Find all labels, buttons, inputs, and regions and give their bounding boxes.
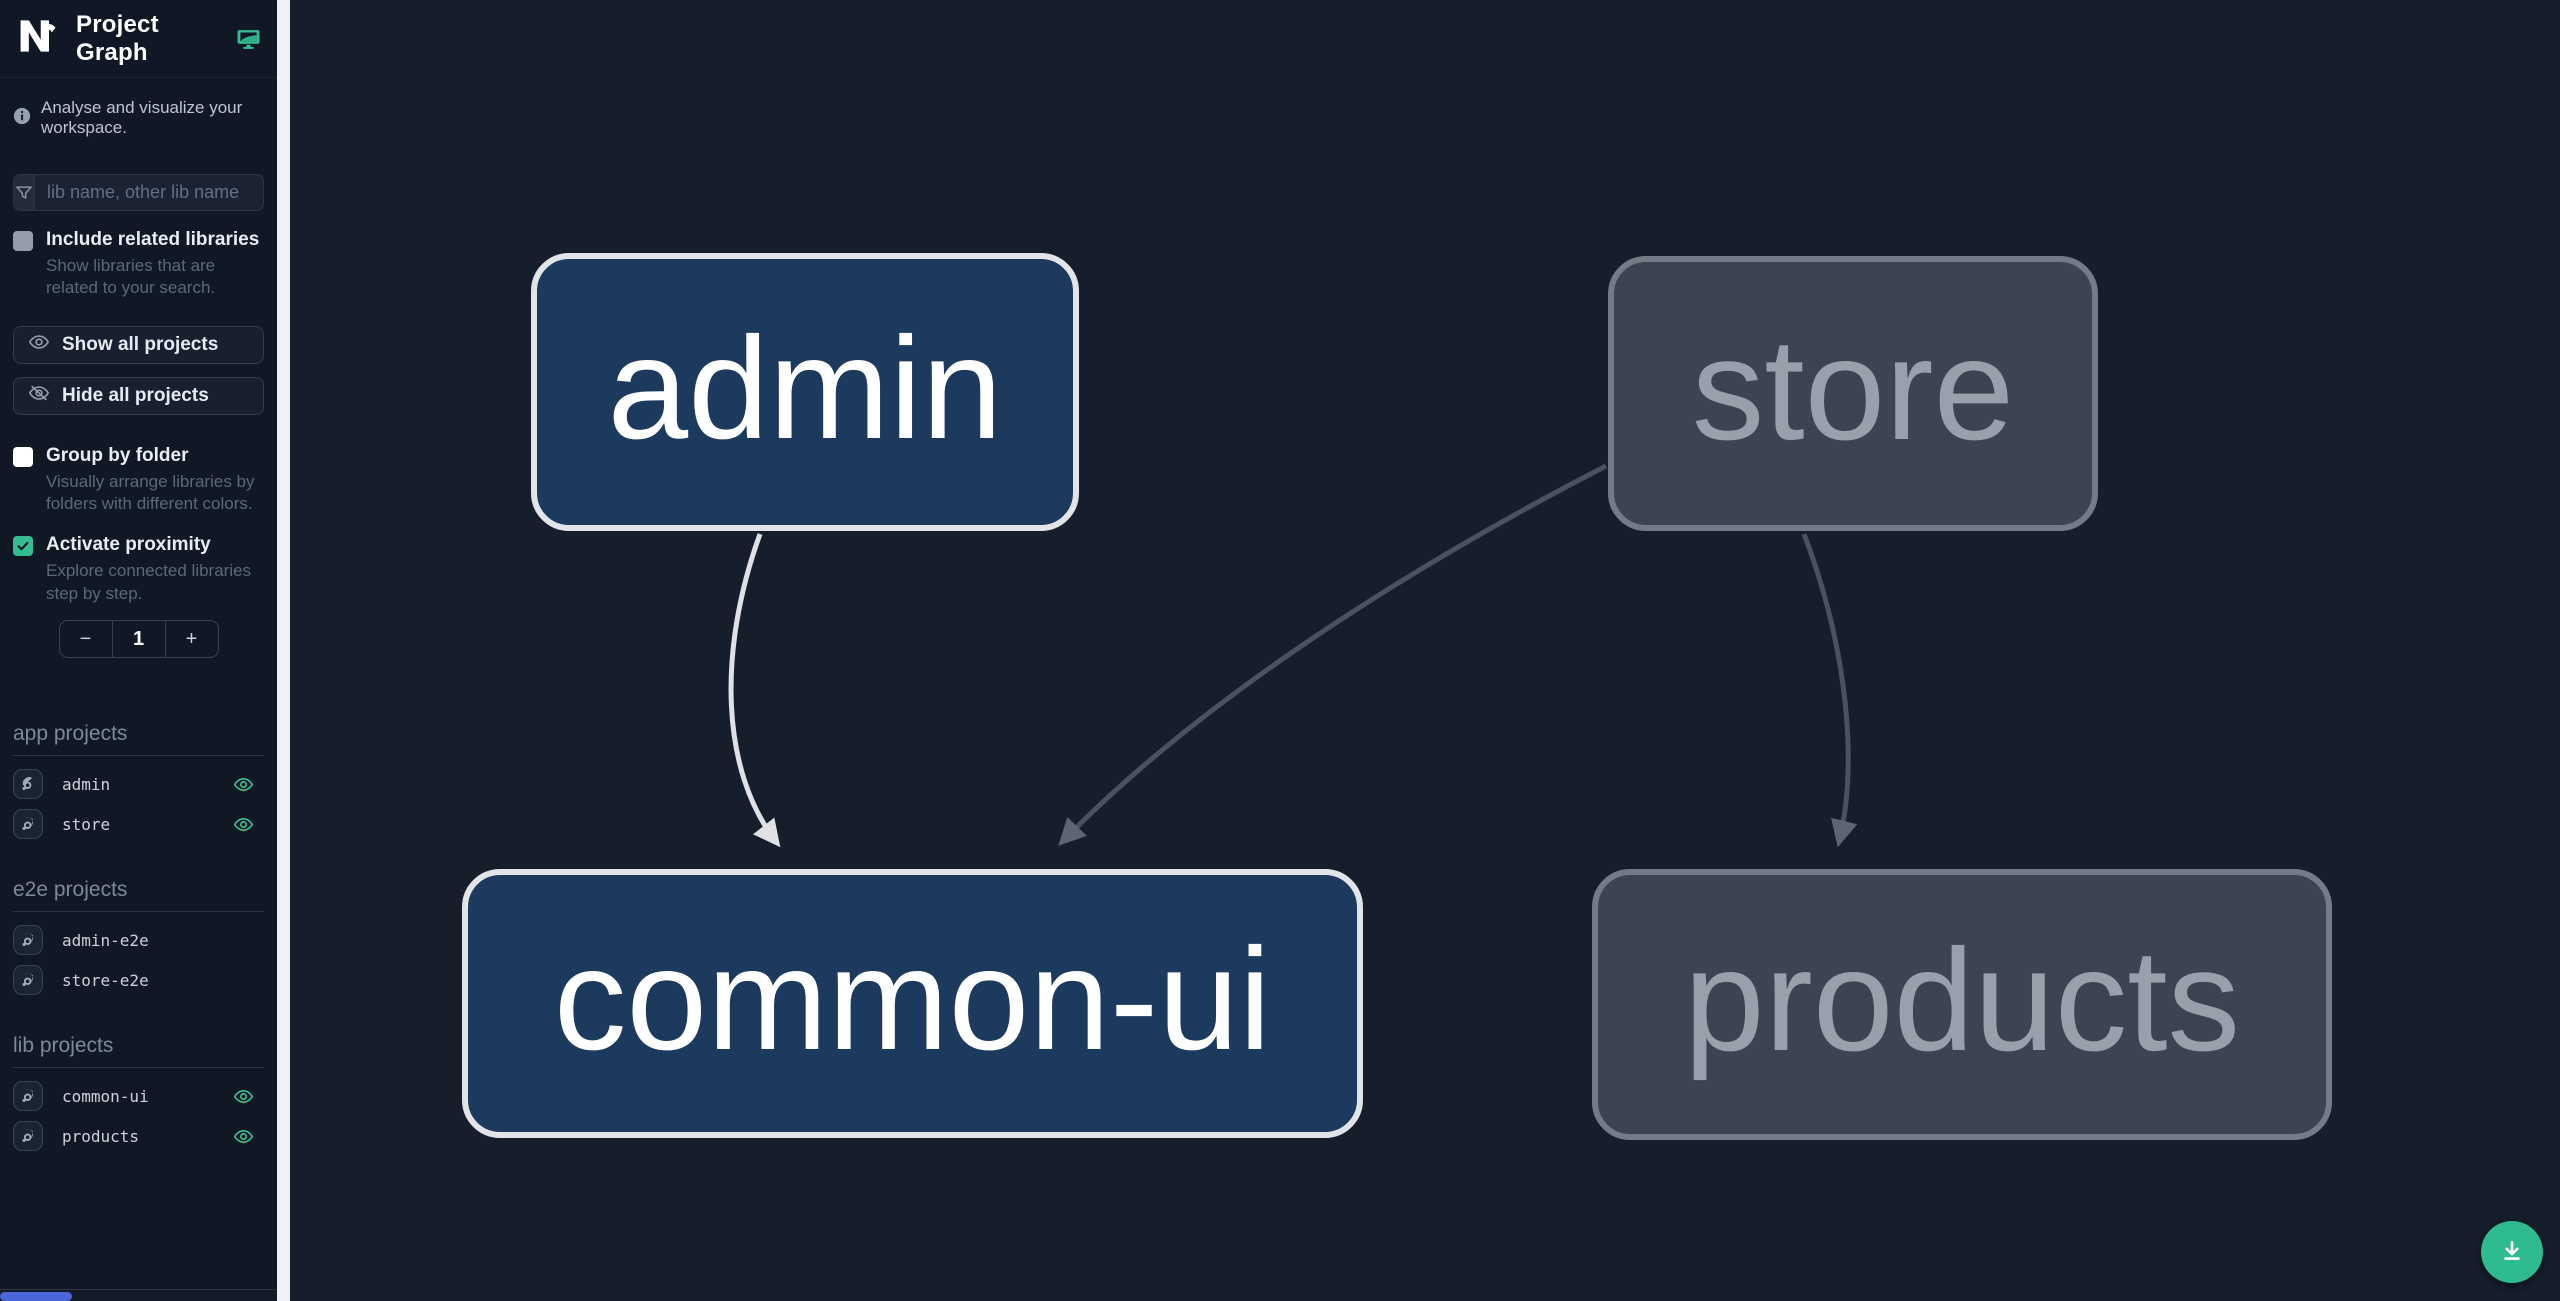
info-icon <box>13 107 31 130</box>
show-all-projects-button[interactable]: Show all projects <box>13 325 264 364</box>
project-row-store: store <box>13 804 264 844</box>
scrollbar-thumb[interactable] <box>0 1292 72 1301</box>
option-description: Show libraries that are related to your … <box>46 255 216 298</box>
monitor-icon <box>236 26 261 51</box>
focus-project-button[interactable] <box>13 1081 43 1112</box>
download-graph-button[interactable] <box>2481 1221 2543 1283</box>
graph-node-admin[interactable]: admin <box>531 253 1079 531</box>
nx-logo <box>16 14 60 63</box>
node-label: common-ui <box>553 918 1272 1080</box>
edge-store-to-common-ui[interactable] <box>1058 463 1608 846</box>
option-description: Explore connected libraries step by step… <box>46 561 252 603</box>
decrement-button[interactable]: − <box>79 627 92 650</box>
sidebar: Project Graph Analyse and vis <box>0 0 277 1301</box>
checkbox-group-by-folder[interactable] <box>13 446 33 467</box>
node-label: products <box>1683 919 2241 1081</box>
section-e2e-projects: e2e projects admin-e2e <box>13 878 264 1000</box>
checkbox-include-related[interactable] <box>13 231 33 251</box>
proximity-depth-stepper: − 1 + <box>58 620 219 659</box>
sidebar-body: Analyse and visualize your workspace. In… <box>0 78 277 1301</box>
edge-store-to-products[interactable] <box>1801 533 1858 848</box>
node-label: admin <box>607 306 1003 469</box>
focus-project-button[interactable] <box>13 769 43 800</box>
graph-node-products[interactable]: products <box>1592 869 2332 1140</box>
section-title: lib projects <box>13 1034 264 1069</box>
focus-project-button[interactable] <box>13 1121 43 1152</box>
toggle-visibility-eye-icon[interactable] <box>233 1086 254 1107</box>
search-box <box>13 174 264 211</box>
sidebar-horizontal-scrollbar <box>0 1289 277 1301</box>
project-name: common-ui <box>62 1086 149 1106</box>
graph-canvas[interactable]: admin store common-ui products <box>290 0 2560 1301</box>
project-name: store <box>62 814 111 834</box>
hide-all-projects-label: Hide all projects <box>62 384 209 406</box>
toggle-visibility-eye-icon[interactable] <box>233 814 254 835</box>
edges-layer <box>728 463 1858 848</box>
depth-value: 1 <box>111 621 165 658</box>
checkbox-activate-proximity-checked[interactable] <box>13 536 33 557</box>
project-row-products: products <box>13 1116 264 1156</box>
option-include-related[interactable]: Include related libraries Show libraries… <box>13 229 264 300</box>
option-label: Include related libraries <box>46 229 260 250</box>
show-all-projects-label: Show all projects <box>62 333 219 355</box>
section-title: e2e projects <box>13 878 264 913</box>
eye-icon <box>28 331 50 359</box>
search-input[interactable] <box>35 175 263 210</box>
increment-button[interactable]: + <box>164 621 218 658</box>
section-lib-projects: lib projects common-ui <box>13 1034 264 1156</box>
option-description: Visually arrange libraries by folders wi… <box>46 471 255 513</box>
focus-project-button[interactable] <box>13 925 43 956</box>
node-label: store <box>1691 308 2015 470</box>
page-title: Project Graph <box>76 10 159 66</box>
hide-all-projects-button[interactable]: Hide all projects <box>13 376 264 415</box>
tagline: Analyse and visualize your workspace. <box>13 98 264 138</box>
project-row-admin: admin <box>13 764 264 804</box>
focus-project-button[interactable] <box>13 965 43 996</box>
edge-admin-to-common-ui[interactable] <box>728 533 781 848</box>
sidebar-header: Project Graph <box>0 0 277 78</box>
project-name: admin <box>62 774 111 794</box>
toggle-visibility-eye-icon[interactable] <box>233 1126 254 1147</box>
project-row-admin-e2e: admin-e2e <box>13 920 264 960</box>
focus-project-button[interactable] <box>13 809 43 840</box>
sidebar-resize-divider[interactable] <box>277 0 290 1301</box>
tagline-text: Analyse and visualize your workspace. <box>41 98 243 137</box>
project-name: products <box>62 1126 140 1146</box>
option-label: Group by folder <box>46 444 189 466</box>
option-label: Activate proximity <box>46 534 211 556</box>
option-group-by-folder[interactable]: Group by folder Visually arrange librari… <box>13 445 264 516</box>
option-activate-proximity[interactable]: Activate proximity Explore connected lib… <box>13 534 264 605</box>
section-app-projects: app projects admin <box>13 722 264 844</box>
graph-node-store[interactable]: store <box>1608 256 2098 531</box>
project-name: admin-e2e <box>62 930 149 950</box>
filter-icon <box>14 175 35 210</box>
download-icon <box>2498 1237 2526 1268</box>
project-name: store-e2e <box>62 970 149 990</box>
graph-node-common-ui[interactable]: common-ui <box>462 869 1363 1138</box>
toggle-visibility-eye-icon[interactable] <box>233 774 254 795</box>
section-title: app projects <box>13 722 264 757</box>
project-row-store-e2e: store-e2e <box>13 960 264 1000</box>
project-row-common-ui: common-ui <box>13 1076 264 1116</box>
eye-off-icon <box>28 382 50 410</box>
